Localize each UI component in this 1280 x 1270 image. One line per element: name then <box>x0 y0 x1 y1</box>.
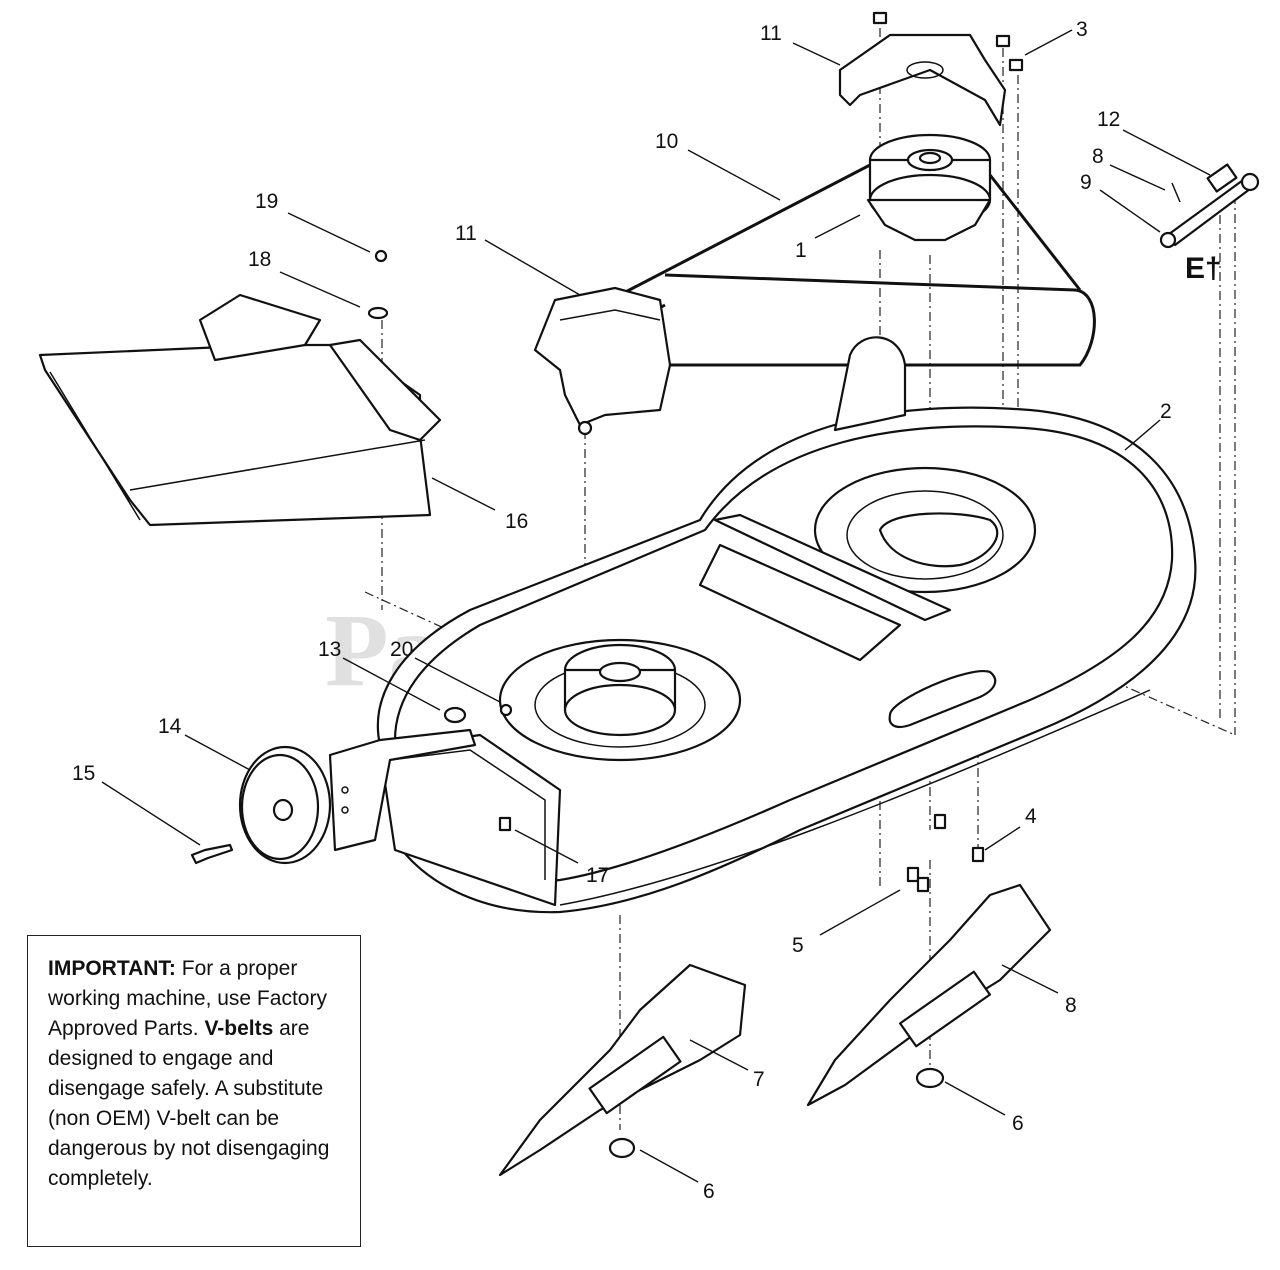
callout-11-lower: 11 <box>455 222 477 245</box>
callout-4: 4 <box>1025 805 1037 828</box>
callout-14: 14 <box>158 715 182 738</box>
notice-vbelts-label: V-belts <box>204 1017 274 1040</box>
callout-5: 5 <box>792 934 804 957</box>
callout-16: 16 <box>505 510 528 533</box>
idler-bracket <box>833 336 907 432</box>
notice-important-label: IMPORTANT: <box>48 957 176 980</box>
hardware-fasteners <box>190 11 1024 893</box>
callout-9: 9 <box>1080 171 1092 194</box>
callout-8-left: 7 <box>753 1068 765 1091</box>
callout-3: 3 <box>1076 18 1088 41</box>
left-spindle-pulley <box>563 643 677 737</box>
callout-11-top: 11 <box>760 22 782 45</box>
callout-8-right: 8 <box>1065 994 1077 1017</box>
belt-guard-upper <box>838 33 1007 127</box>
blade-left <box>498 963 747 1177</box>
callout-18: 18 <box>248 248 271 271</box>
important-notice: IMPORTANT: For a proper working machine,… <box>27 935 361 1247</box>
callout-2: 2 <box>1160 400 1172 423</box>
callout-13: 13 <box>318 638 341 661</box>
mower-deck-housing <box>376 406 1197 914</box>
callout-19: 19 <box>255 190 278 213</box>
callout-1: 1 <box>795 239 807 262</box>
deck-pin-assembly <box>1159 163 1260 249</box>
callout-e-mark: E† <box>1185 252 1222 285</box>
notice-important-text: For a proper working machine, use Factor… <box>48 957 327 1040</box>
callout-6-right: 6 <box>1012 1112 1024 1135</box>
callout-leaders <box>101 29 1211 1183</box>
callout-20: 20 <box>390 638 413 661</box>
callout-7: 8 <box>1092 145 1104 168</box>
callout-17: 17 <box>586 864 609 887</box>
callout-15: 15 <box>72 762 95 785</box>
notice-vbelts-text: are designed to engage and disengage saf… <box>48 1017 330 1190</box>
engine-pulley-assembly <box>866 133 992 242</box>
belt-guard-lower <box>533 286 672 436</box>
blade-right <box>806 883 1052 1107</box>
v-belt <box>597 163 1096 367</box>
callout-6-left: 6 <box>703 1180 715 1203</box>
discharge-chute <box>38 293 442 527</box>
gauge-wheel <box>238 728 477 865</box>
callout-12: 12 <box>1097 108 1120 131</box>
callout-10: 10 <box>655 130 678 153</box>
notice-text: IMPORTANT: For a proper working machine,… <box>48 954 340 1194</box>
